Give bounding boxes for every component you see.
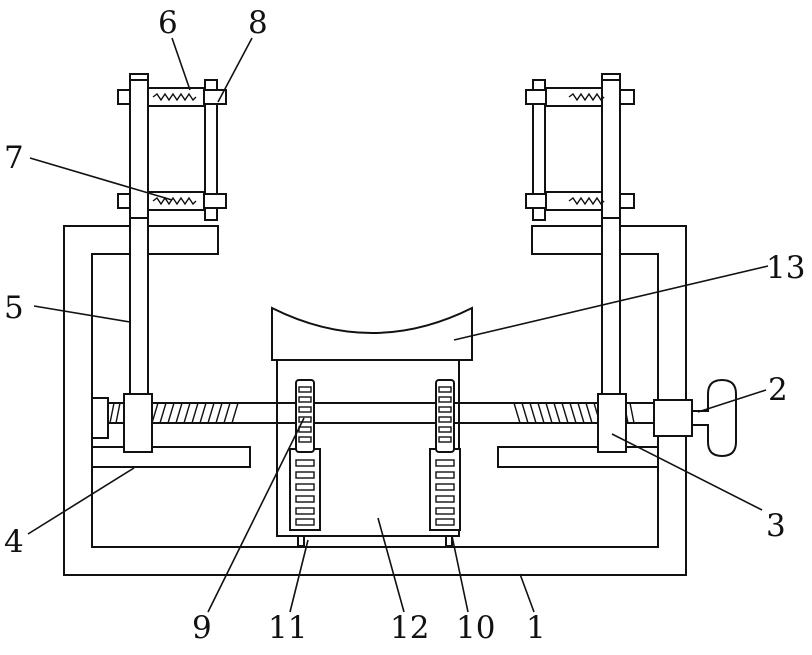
label-8: 8	[248, 5, 268, 41]
label-5: 5	[4, 290, 24, 326]
label-3: 3	[766, 508, 786, 544]
right-slide-rail	[498, 447, 658, 467]
label-7: 7	[4, 140, 24, 176]
label-12: 12	[390, 610, 429, 646]
shaft-coupling	[654, 400, 692, 436]
left-bearing	[92, 398, 108, 438]
left-slide-rail	[92, 447, 250, 467]
right-foot	[446, 536, 452, 546]
label-9: 9	[192, 610, 212, 646]
label-4: 4	[4, 524, 24, 560]
handwheel	[692, 380, 736, 456]
left-nut-block	[124, 394, 152, 452]
label-2: 2	[768, 372, 788, 408]
label-6: 6	[158, 5, 178, 41]
right-nut-block	[598, 394, 626, 452]
label-13: 13	[766, 250, 805, 286]
left-foot	[298, 536, 304, 546]
saddle-rest	[272, 308, 472, 360]
label-10: 10	[456, 610, 495, 646]
label-1: 1	[526, 610, 546, 646]
label-11: 11	[268, 610, 307, 646]
